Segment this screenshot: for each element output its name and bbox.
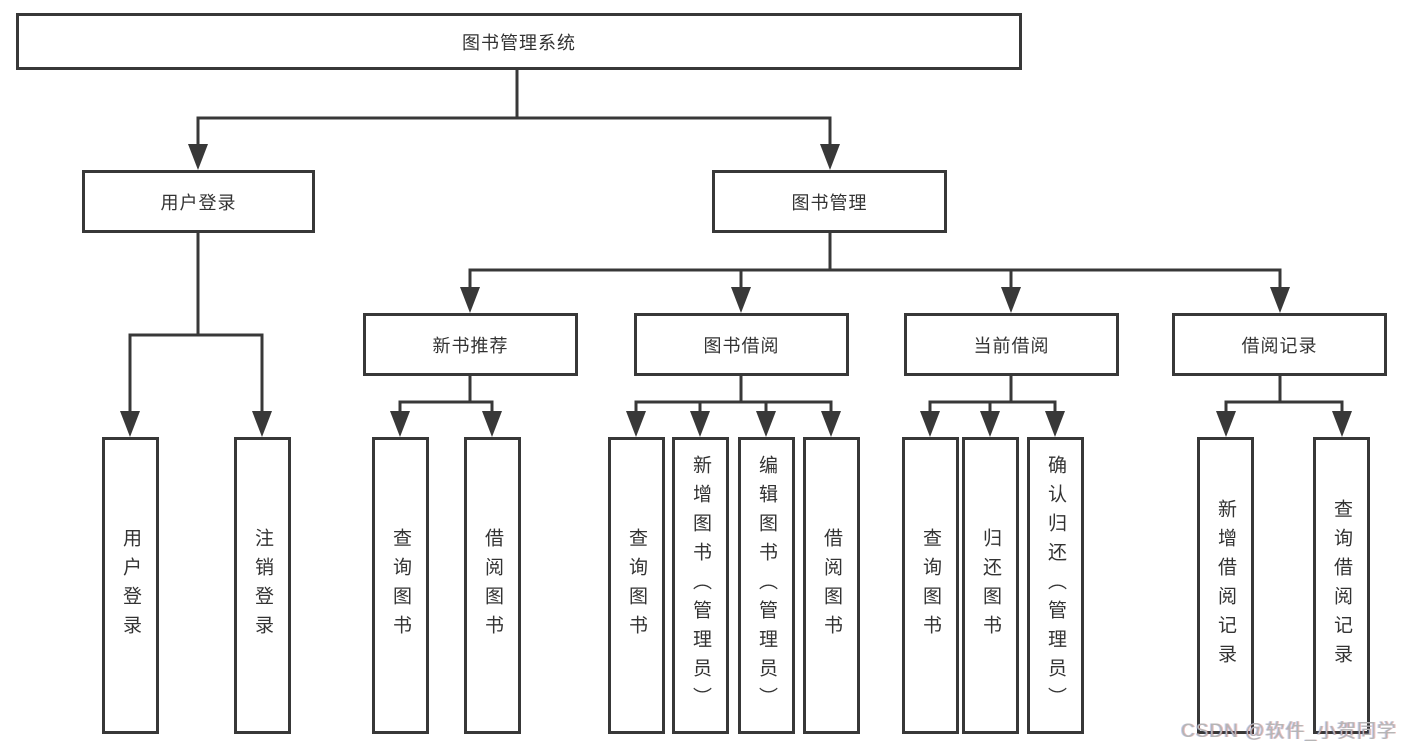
leaf-query-books-3-label: 查询图书 xyxy=(920,527,941,644)
leaf-edit-books-admin-label: 编辑图书（管理员） xyxy=(756,455,777,716)
node-borrowing-records: 借阅记录 xyxy=(1172,313,1387,376)
leaf-add-borrow-record-label: 新增借阅记录 xyxy=(1215,498,1236,673)
node-book-management-label: 图书管理 xyxy=(791,192,868,213)
leaf-confirm-return-admin: 确认归还（管理员） xyxy=(1027,437,1084,734)
node-current-borrowing-label: 当前借阅 xyxy=(973,335,1050,356)
leaf-query-books-2-label: 查询图书 xyxy=(626,527,647,644)
leaf-query-books-3: 查询图书 xyxy=(902,437,959,734)
leaf-borrow-books-1: 借阅图书 xyxy=(464,437,521,734)
leaf-query-books-2: 查询图书 xyxy=(608,437,665,734)
node-root-label: 图书管理系统 xyxy=(462,32,576,53)
leaf-query-books-1: 查询图书 xyxy=(372,437,429,734)
leaf-add-books-admin-label: 新增图书（管理员） xyxy=(690,455,711,716)
leaf-query-books-1-label: 查询图书 xyxy=(390,527,411,644)
node-borrowing-records-label: 借阅记录 xyxy=(1241,335,1318,356)
node-root-system: 图书管理系统 xyxy=(16,13,1022,70)
node-new-book-recommendation-label: 新书推荐 xyxy=(432,335,509,356)
leaf-query-borrow-record-label: 查询借阅记录 xyxy=(1331,498,1352,673)
arrowheads xyxy=(120,144,1352,437)
leaf-user-login: 用户登录 xyxy=(102,437,159,734)
node-current-borrowing: 当前借阅 xyxy=(904,313,1119,376)
node-new-book-recommendation: 新书推荐 xyxy=(363,313,578,376)
leaf-logout: 注销登录 xyxy=(234,437,291,734)
leaf-borrow-books-2-label: 借阅图书 xyxy=(821,527,842,644)
csdn-watermark: CSDN @软件_小贺同学 xyxy=(1181,721,1397,742)
leaf-borrow-books-1-label: 借阅图书 xyxy=(482,527,503,644)
leaf-return-books: 归还图书 xyxy=(962,437,1019,734)
node-user-login: 用户登录 xyxy=(82,170,315,233)
leaf-add-borrow-record: 新增借阅记录 xyxy=(1197,437,1254,734)
leaf-return-books-label: 归还图书 xyxy=(980,527,1001,644)
leaf-query-borrow-record: 查询借阅记录 xyxy=(1313,437,1370,734)
leaf-add-books-admin: 新增图书（管理员） xyxy=(672,437,729,734)
node-book-management: 图书管理 xyxy=(712,170,947,233)
leaf-user-login-label: 用户登录 xyxy=(120,527,141,644)
leaf-logout-label: 注销登录 xyxy=(252,527,273,644)
leaf-borrow-books-2: 借阅图书 xyxy=(803,437,860,734)
leaf-edit-books-admin: 编辑图书（管理员） xyxy=(738,437,795,734)
node-book-borrowing-label: 图书借阅 xyxy=(703,335,780,356)
node-user-login-label: 用户登录 xyxy=(160,192,237,213)
leaf-confirm-return-admin-label: 确认归还（管理员） xyxy=(1045,455,1066,716)
node-book-borrowing: 图书借阅 xyxy=(634,313,849,376)
